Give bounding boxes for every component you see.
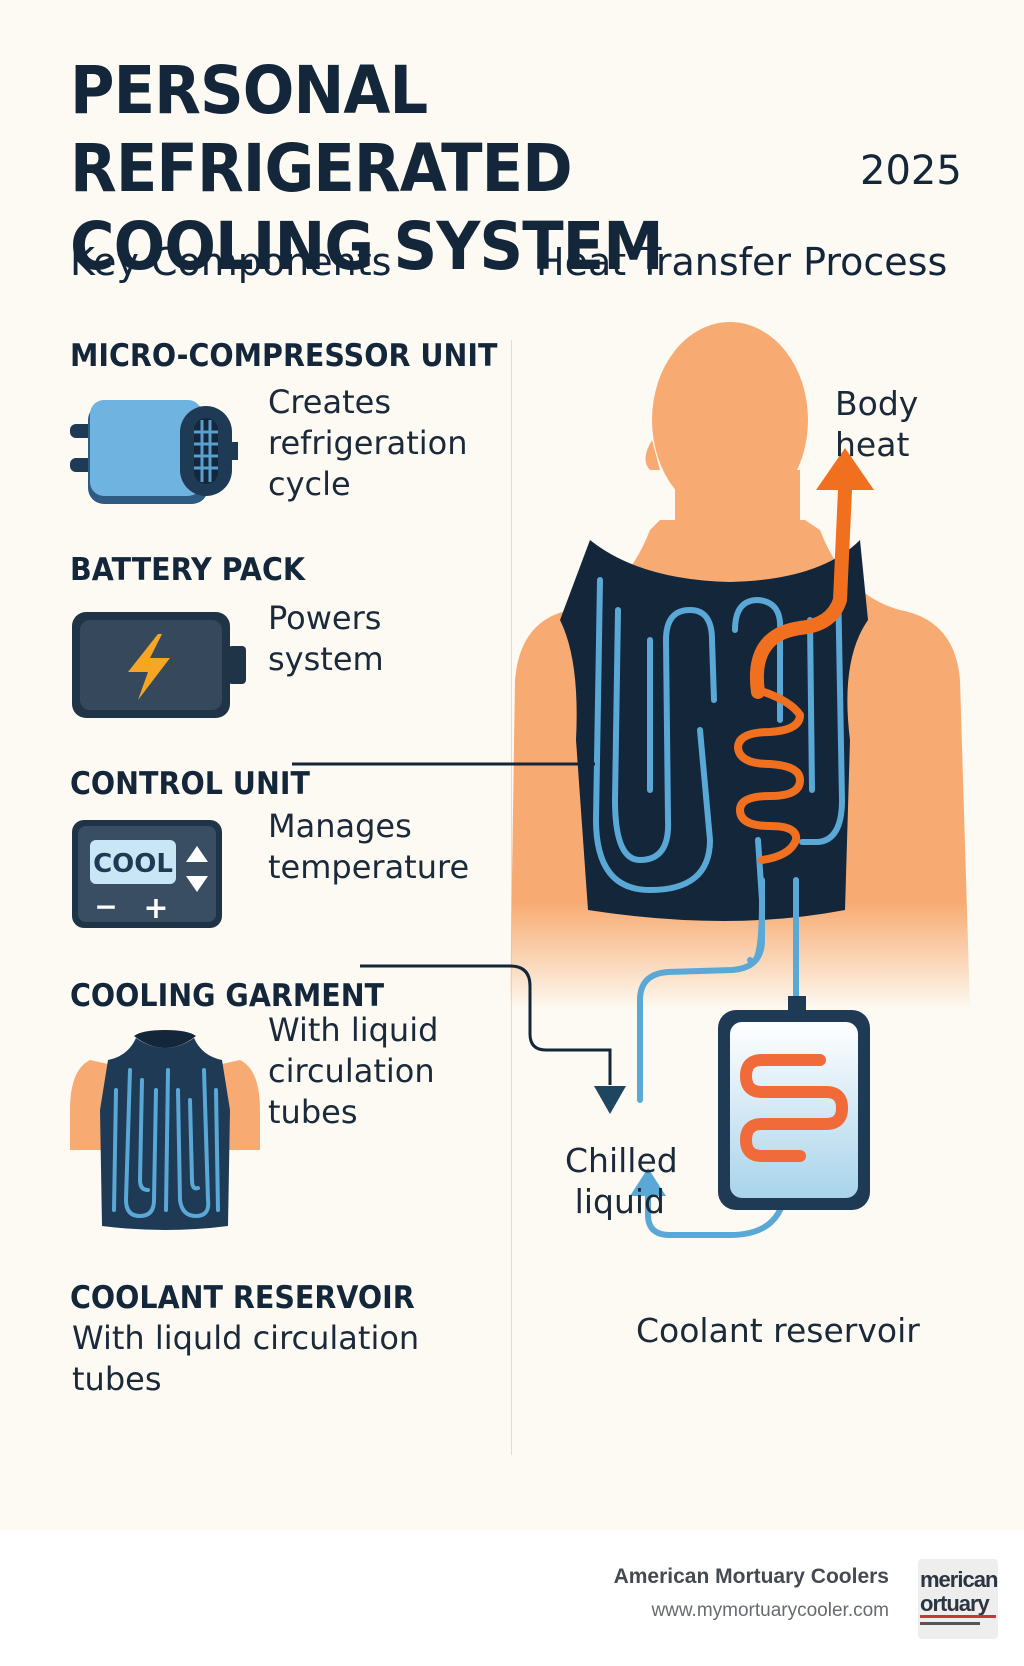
footer xyxy=(0,1530,1024,1666)
brand-url[interactable]: www.mymortuarycooler.com xyxy=(651,1600,889,1621)
battery-icon xyxy=(72,612,246,718)
body-heat-arrowhead xyxy=(816,448,874,490)
brand-logo: merican ortuary xyxy=(918,1559,998,1639)
control-unit-title: CONTROL UNIT xyxy=(70,766,310,802)
column-divider xyxy=(511,340,512,1455)
garment-connector xyxy=(360,964,612,1085)
coolant-reservoir-label: Coolant reservoir xyxy=(636,1311,920,1350)
connector-lines xyxy=(292,762,626,1114)
connector-arrowhead xyxy=(594,1086,626,1114)
key-components-heading: Key Components xyxy=(70,240,392,284)
control-unit-icon: COOL − + xyxy=(72,820,222,928)
coolant-reservoir-title: COOLANT RESERVOIR xyxy=(70,1280,415,1316)
cooling-garment-title: COOLING GARMENT xyxy=(70,978,385,1014)
coolant-reservoir xyxy=(718,996,870,1210)
chilled-return-arrow xyxy=(630,1168,666,1196)
compressor-icon xyxy=(70,400,238,504)
heat-transfer-diagram xyxy=(510,322,970,1238)
cooling-garment-icon xyxy=(70,1030,260,1230)
heat-transfer-heading: Heat Transfer Process xyxy=(536,240,948,284)
cooling-tubes xyxy=(593,577,845,965)
brand-name: American Mortuary Coolers xyxy=(613,1565,889,1588)
year-label: 2025 xyxy=(860,148,962,194)
compressor-title: MICRO-COMPRESSOR UNIT xyxy=(70,338,498,374)
heat-coil xyxy=(734,686,804,864)
title-line-2: COOLING SYSTEM xyxy=(70,208,664,285)
plus-icon: + xyxy=(143,891,168,926)
body-heat-arrow xyxy=(749,483,852,699)
minus-icon: − xyxy=(94,890,117,923)
cool-display: COOL xyxy=(93,849,173,879)
page-title: PERSONAL REFRIGERATED COOLING SYSTEM xyxy=(70,52,948,286)
title-line-1: PERSONAL REFRIGERATED xyxy=(70,52,573,207)
battery-title: BATTERY PACK xyxy=(70,552,306,588)
